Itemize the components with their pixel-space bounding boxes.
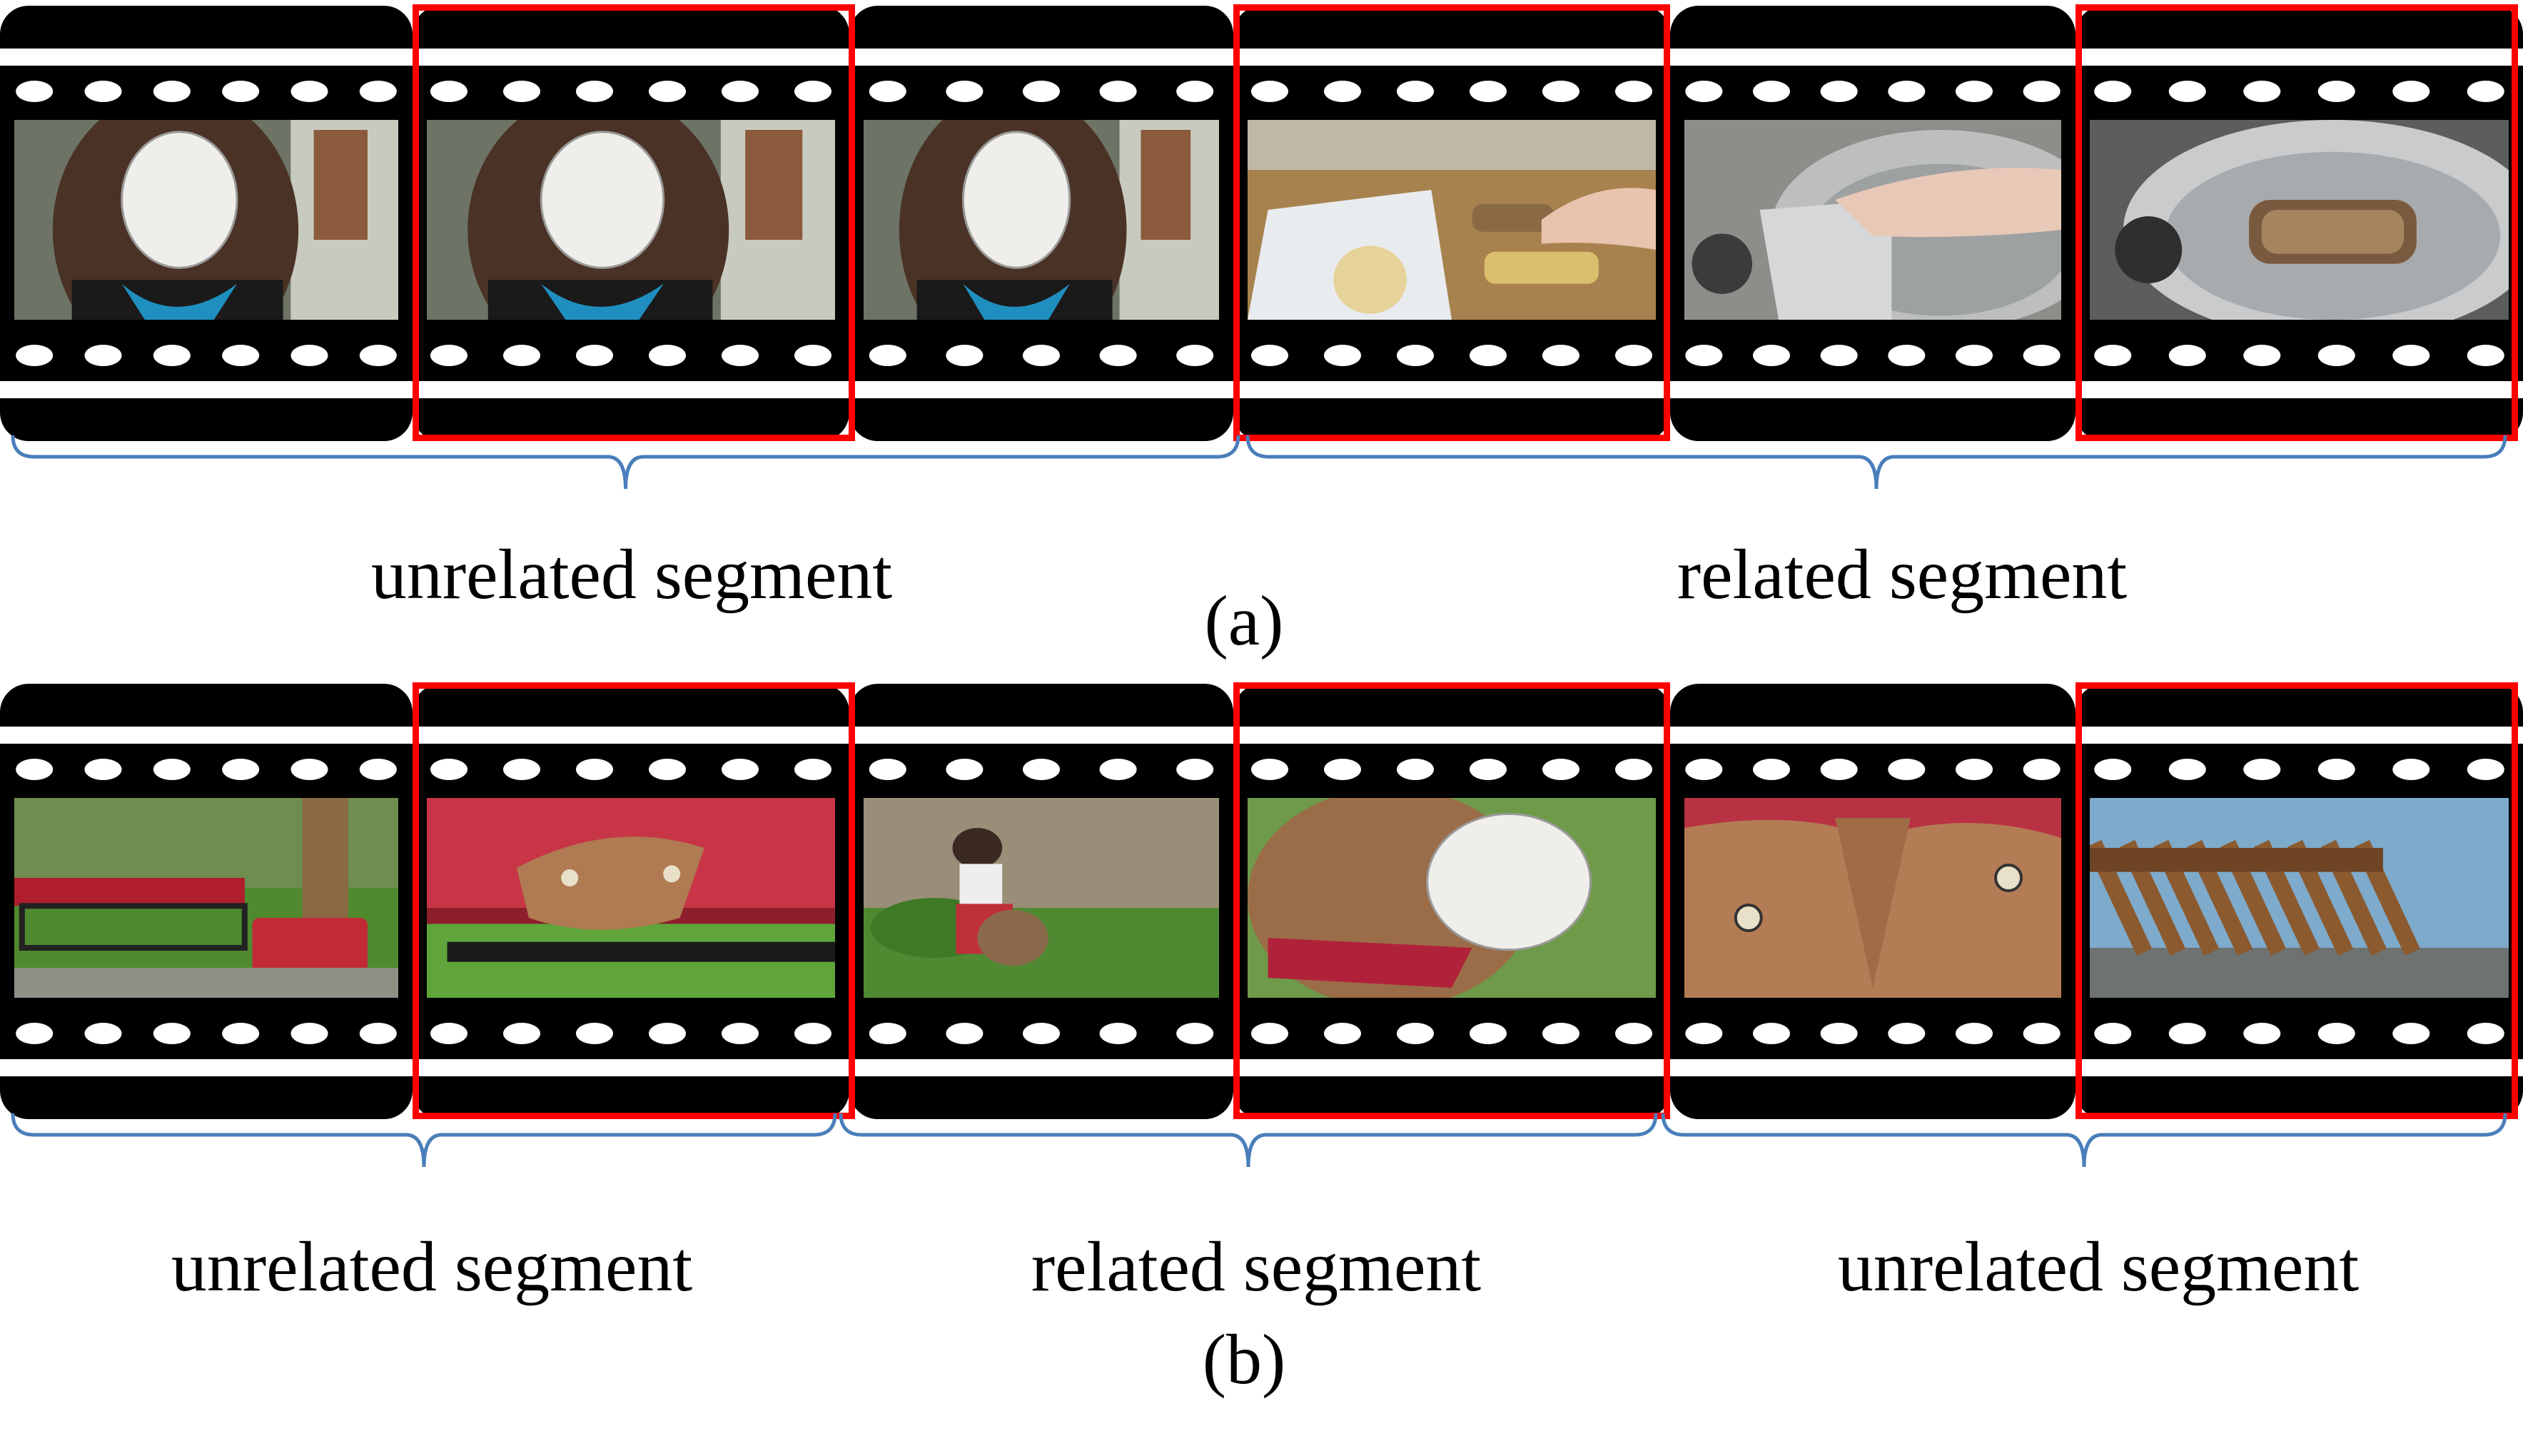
segment-label-a-related: related segment [1677,535,2128,614]
filmstrip-b-frame-5 [1670,684,2075,1119]
woman-face-blurred-image [427,120,835,320]
brace-b-related [839,1113,1658,1168]
filmstrip-b-frame-4 [1233,684,1670,1119]
filmstrip-b-frame-3 [849,684,1233,1119]
film-frame-graphic [1233,684,1670,1119]
backyard-bench-image [14,798,398,998]
moth-closeup-image [1684,798,2061,998]
brace-a-related [1245,435,2507,490]
filmstrip-b-frame-1 [0,684,413,1119]
braces-a [11,435,2507,490]
filmstrip-a-frame-6 [2075,6,2523,441]
wooden-pergola-image [2090,798,2509,998]
film-frame-graphic [1670,684,2075,1119]
segment-label-a-unrelated: unrelated segment [370,535,893,614]
filmstrip-a-frame-3 [849,6,1233,441]
filmstrip-a-frame-5 [1670,6,2075,441]
film-frame-graphic [413,6,849,441]
brace-a-unrelated [11,435,1240,490]
woman-face-blurred-image [864,120,1219,320]
filmstrip-b-frame-2 [413,684,849,1119]
film-frame-graphic [849,684,1233,1119]
segment-label-b-unrelated-1: unrelated segment [171,1227,693,1306]
braces-b [11,1113,2507,1168]
film-frame-graphic [1233,6,1670,441]
film-frame-graphic [849,6,1233,441]
segment-label-b-related: related segment [1031,1227,1482,1306]
brace-b-unrelated-2 [1661,1113,2507,1168]
filmstrip-a-frame-4 [1233,6,1670,441]
filmstrip-b [0,682,2523,1126]
segment-label-b-unrelated-2: unrelated segment [1837,1227,2360,1306]
filmstrip-a-frame-1 [0,6,413,441]
dog-closeup-blurred-image [1248,798,1656,998]
filmstrip-b-frame-6 [2075,684,2523,1119]
film-frame-graphic [413,684,849,1119]
filmstrip-a-frame-2 [413,6,849,441]
hands-spreading-butter-on-bread-image [1248,120,1656,320]
caption-b: (b) [1202,1320,1286,1399]
woman-face-blurred-image [14,120,398,320]
film-frame-graphic [2075,6,2523,441]
filmstrip-a [0,4,2523,448]
film-frame-graphic [2075,684,2523,1119]
caption-a: (a) [1204,581,1284,660]
brace-b-unrelated-1 [11,1113,837,1168]
hand-placing-paper-in-pan-image [1684,120,2061,320]
bread-in-frying-pan-image [2090,120,2509,320]
film-frame-graphic [0,684,413,1119]
moth-on-red-cushion-image [427,798,835,998]
film-frame-graphic [1670,6,2075,441]
person-with-dog-in-yard-image [864,798,1219,998]
film-frame-graphic [0,6,413,441]
